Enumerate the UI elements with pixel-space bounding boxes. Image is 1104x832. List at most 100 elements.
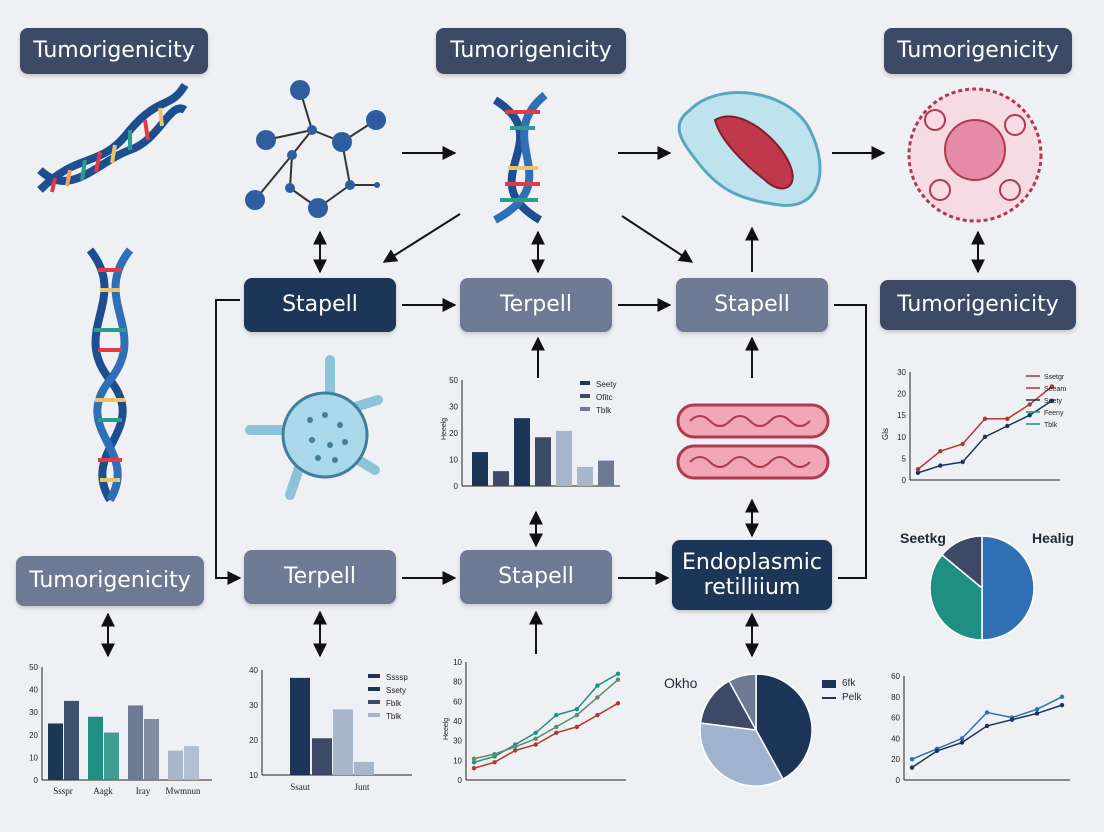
bl-bar-b bbox=[64, 700, 79, 780]
br-chart-tick-label: 0 bbox=[896, 776, 901, 785]
bl-bar-b bbox=[184, 746, 199, 780]
br-chart-point bbox=[909, 757, 915, 762]
bm-legend-label: Fblk bbox=[386, 699, 402, 708]
br-chart-point bbox=[1034, 711, 1040, 716]
bc-chart-point bbox=[615, 701, 621, 706]
flow-arrows bbox=[101, 146, 985, 658]
bm-chart-tick-label: 40 bbox=[249, 666, 258, 675]
mitochondria-icon bbox=[676, 403, 830, 480]
bc-chart-point bbox=[615, 677, 621, 682]
br-chart-point bbox=[1034, 707, 1040, 712]
center-legend-swatch bbox=[580, 394, 590, 398]
virus-icon bbox=[245, 355, 383, 500]
bm-bar bbox=[312, 738, 332, 775]
bc-chart-ylabel: Heeelg bbox=[443, 718, 450, 740]
bm-bar bbox=[333, 709, 353, 775]
bl-chart-tick-label: 20 bbox=[29, 731, 38, 740]
rl-legend-label: Ssetgr bbox=[1044, 374, 1065, 381]
rl-chart-tick-label: 30 bbox=[897, 368, 906, 377]
center-chart-tick-label: 10 bbox=[449, 456, 458, 465]
center-legend-swatch bbox=[580, 381, 590, 385]
bm-category-label: Junt bbox=[354, 782, 370, 792]
center-bar bbox=[556, 430, 572, 486]
bl-category-label: Iray bbox=[136, 786, 151, 796]
bc-chart-point bbox=[554, 724, 559, 730]
br-chart-tick-label: 60 bbox=[891, 672, 900, 681]
br-chart-point bbox=[984, 710, 990, 715]
pie-right-slice bbox=[940, 535, 983, 590]
center-legend-label: Ofitc bbox=[596, 393, 612, 402]
bc-chart-tick-label: 10 bbox=[453, 756, 462, 765]
center-chart-tick-label: 30 bbox=[449, 403, 458, 412]
bc-chart-point bbox=[533, 736, 538, 741]
bc-chart-point bbox=[595, 683, 600, 688]
center-chart-tick-label: 20 bbox=[449, 429, 458, 438]
rl-chart-point bbox=[1005, 416, 1010, 421]
center-bar bbox=[514, 418, 530, 486]
pie-bottom-label: Okho bbox=[664, 675, 698, 691]
pie-bottom-legend-1: 6fk bbox=[842, 678, 856, 689]
center-bar bbox=[598, 460, 614, 486]
bm-legend-label: Ssety bbox=[386, 686, 406, 695]
bl-bar-b bbox=[144, 718, 159, 780]
rl-chart-point bbox=[960, 441, 965, 447]
center-bar bbox=[493, 471, 509, 486]
rl-chart-point bbox=[1027, 413, 1032, 418]
pie-right-slice bbox=[929, 553, 983, 641]
bc-chart-point bbox=[574, 712, 580, 718]
pie-bottom-slice bbox=[699, 722, 784, 787]
node-terpell-2: Terpell bbox=[244, 550, 396, 604]
pie-bottom-legend-swatch bbox=[822, 680, 836, 688]
bc-chart-series-line bbox=[473, 702, 619, 769]
br-chart-tick-label: 60 bbox=[891, 714, 900, 723]
bc-chart-tick-label: 0 bbox=[458, 776, 463, 785]
bl-chart-tick-label: 40 bbox=[29, 686, 38, 695]
dna-center-icon bbox=[492, 91, 548, 224]
rl-chart-point bbox=[915, 467, 921, 472]
bl-bar-a bbox=[48, 723, 63, 780]
center-bar bbox=[535, 437, 551, 486]
bc-chart-point bbox=[471, 756, 477, 761]
rl-chart-point bbox=[982, 434, 988, 439]
center-chart-tick-label: 0 bbox=[454, 482, 459, 491]
rl-chart-point bbox=[1027, 402, 1032, 407]
rl-legend-label: Seeam bbox=[1044, 386, 1066, 393]
bm-chart-tick-label: 20 bbox=[249, 736, 258, 745]
bc-chart-tick-label: 80 bbox=[453, 678, 462, 687]
dna-helix-icon bbox=[37, 82, 189, 193]
bc-chart-point bbox=[554, 712, 559, 718]
center-legend-label: Tblk bbox=[596, 406, 612, 415]
bc-chart-point bbox=[471, 760, 477, 765]
center-bar bbox=[472, 452, 488, 486]
molecule-icon bbox=[245, 80, 386, 218]
bc-chart-point bbox=[512, 744, 518, 750]
node-terpell-1: Terpell bbox=[460, 278, 612, 332]
bl-bar-a bbox=[128, 705, 143, 780]
br-chart-point bbox=[909, 765, 915, 770]
bl-chart-tick-label: 10 bbox=[29, 753, 38, 762]
bm-chart-tick-label: 10 bbox=[249, 771, 258, 780]
bc-chart-point bbox=[615, 671, 621, 676]
rl-chart-point bbox=[915, 470, 921, 475]
rl-chart-point bbox=[960, 459, 965, 465]
br-chart-point bbox=[1009, 717, 1015, 722]
bl-chart-tick-label: 30 bbox=[29, 708, 38, 717]
center-bar bbox=[577, 466, 593, 486]
pie-bottom-slice bbox=[699, 679, 758, 731]
tumor-cell-icon bbox=[907, 87, 1043, 223]
bc-chart-tick-label: 10 bbox=[453, 658, 462, 667]
bm-chart-tick-label: 30 bbox=[249, 701, 258, 710]
rl-chart-tick-label: 10 bbox=[897, 433, 906, 442]
bm-legend-swatch bbox=[368, 700, 380, 704]
br-chart-point bbox=[984, 723, 990, 729]
bc-chart-point bbox=[574, 724, 580, 730]
bc-chart-point bbox=[574, 707, 580, 712]
bl-bar-b bbox=[104, 732, 119, 780]
br-chart-point bbox=[959, 740, 965, 745]
bl-bar-a bbox=[168, 750, 183, 780]
